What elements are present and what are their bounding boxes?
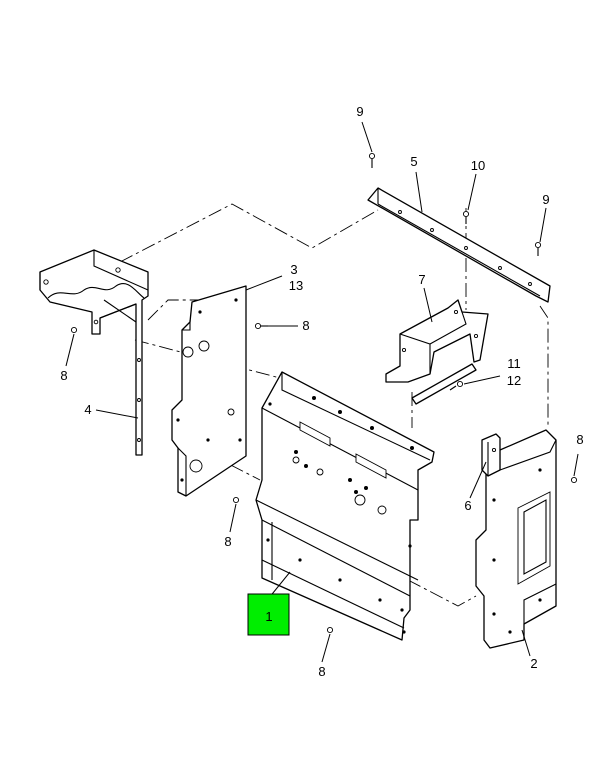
callout-8-bottom[interactable]: 8 <box>318 664 325 679</box>
callout-labels: 1 2 3 13 4 5 6 7 8 8 8 8 8 9 9 10 11 12 <box>60 104 583 679</box>
callout-5[interactable]: 5 <box>410 154 417 169</box>
callout-9-left[interactable]: 9 <box>356 104 363 119</box>
callout-9-right[interactable]: 9 <box>542 192 549 207</box>
screw-8-mid <box>232 496 240 504</box>
part-3-side-panel <box>171 285 247 497</box>
screw-9-right <box>534 241 542 256</box>
screw-8-bottom <box>326 626 334 634</box>
callout-4[interactable]: 4 <box>84 402 91 417</box>
callout-13[interactable]: 13 <box>289 278 303 293</box>
callout-1[interactable]: 1 <box>265 609 272 624</box>
callout-8-mid[interactable]: 8 <box>224 534 231 549</box>
part-5-top-angle <box>367 187 551 303</box>
callout-7[interactable]: 7 <box>418 272 425 287</box>
screw-8-right <box>570 476 578 484</box>
assembly-lines <box>119 203 549 607</box>
callout-6[interactable]: 6 <box>464 498 471 513</box>
part-2-right-panel <box>475 429 557 649</box>
screw-10 <box>462 210 470 224</box>
callout-8-left[interactable]: 8 <box>60 368 67 383</box>
callout-11[interactable]: 11 <box>507 356 521 371</box>
fasteners <box>70 152 578 634</box>
callout-8-top[interactable]: 8 <box>302 318 309 333</box>
part-1-main-panel <box>255 371 435 641</box>
screw-11-12 <box>449 380 464 391</box>
screw-9-left <box>368 152 376 168</box>
part-4-left-bracket <box>39 249 149 456</box>
part-7-center-bracket <box>385 299 489 405</box>
callout-2[interactable]: 2 <box>530 656 537 671</box>
callout-10[interactable]: 10 <box>471 158 485 173</box>
callout-3[interactable]: 3 <box>290 262 297 277</box>
screw-8-left <box>70 326 78 334</box>
callout-8-right[interactable]: 8 <box>576 432 583 447</box>
callout-12[interactable]: 12 <box>507 373 521 388</box>
item-1-highlight-box[interactable] <box>247 593 290 636</box>
part-6-clip <box>481 433 501 477</box>
leader-lines <box>65 121 579 663</box>
